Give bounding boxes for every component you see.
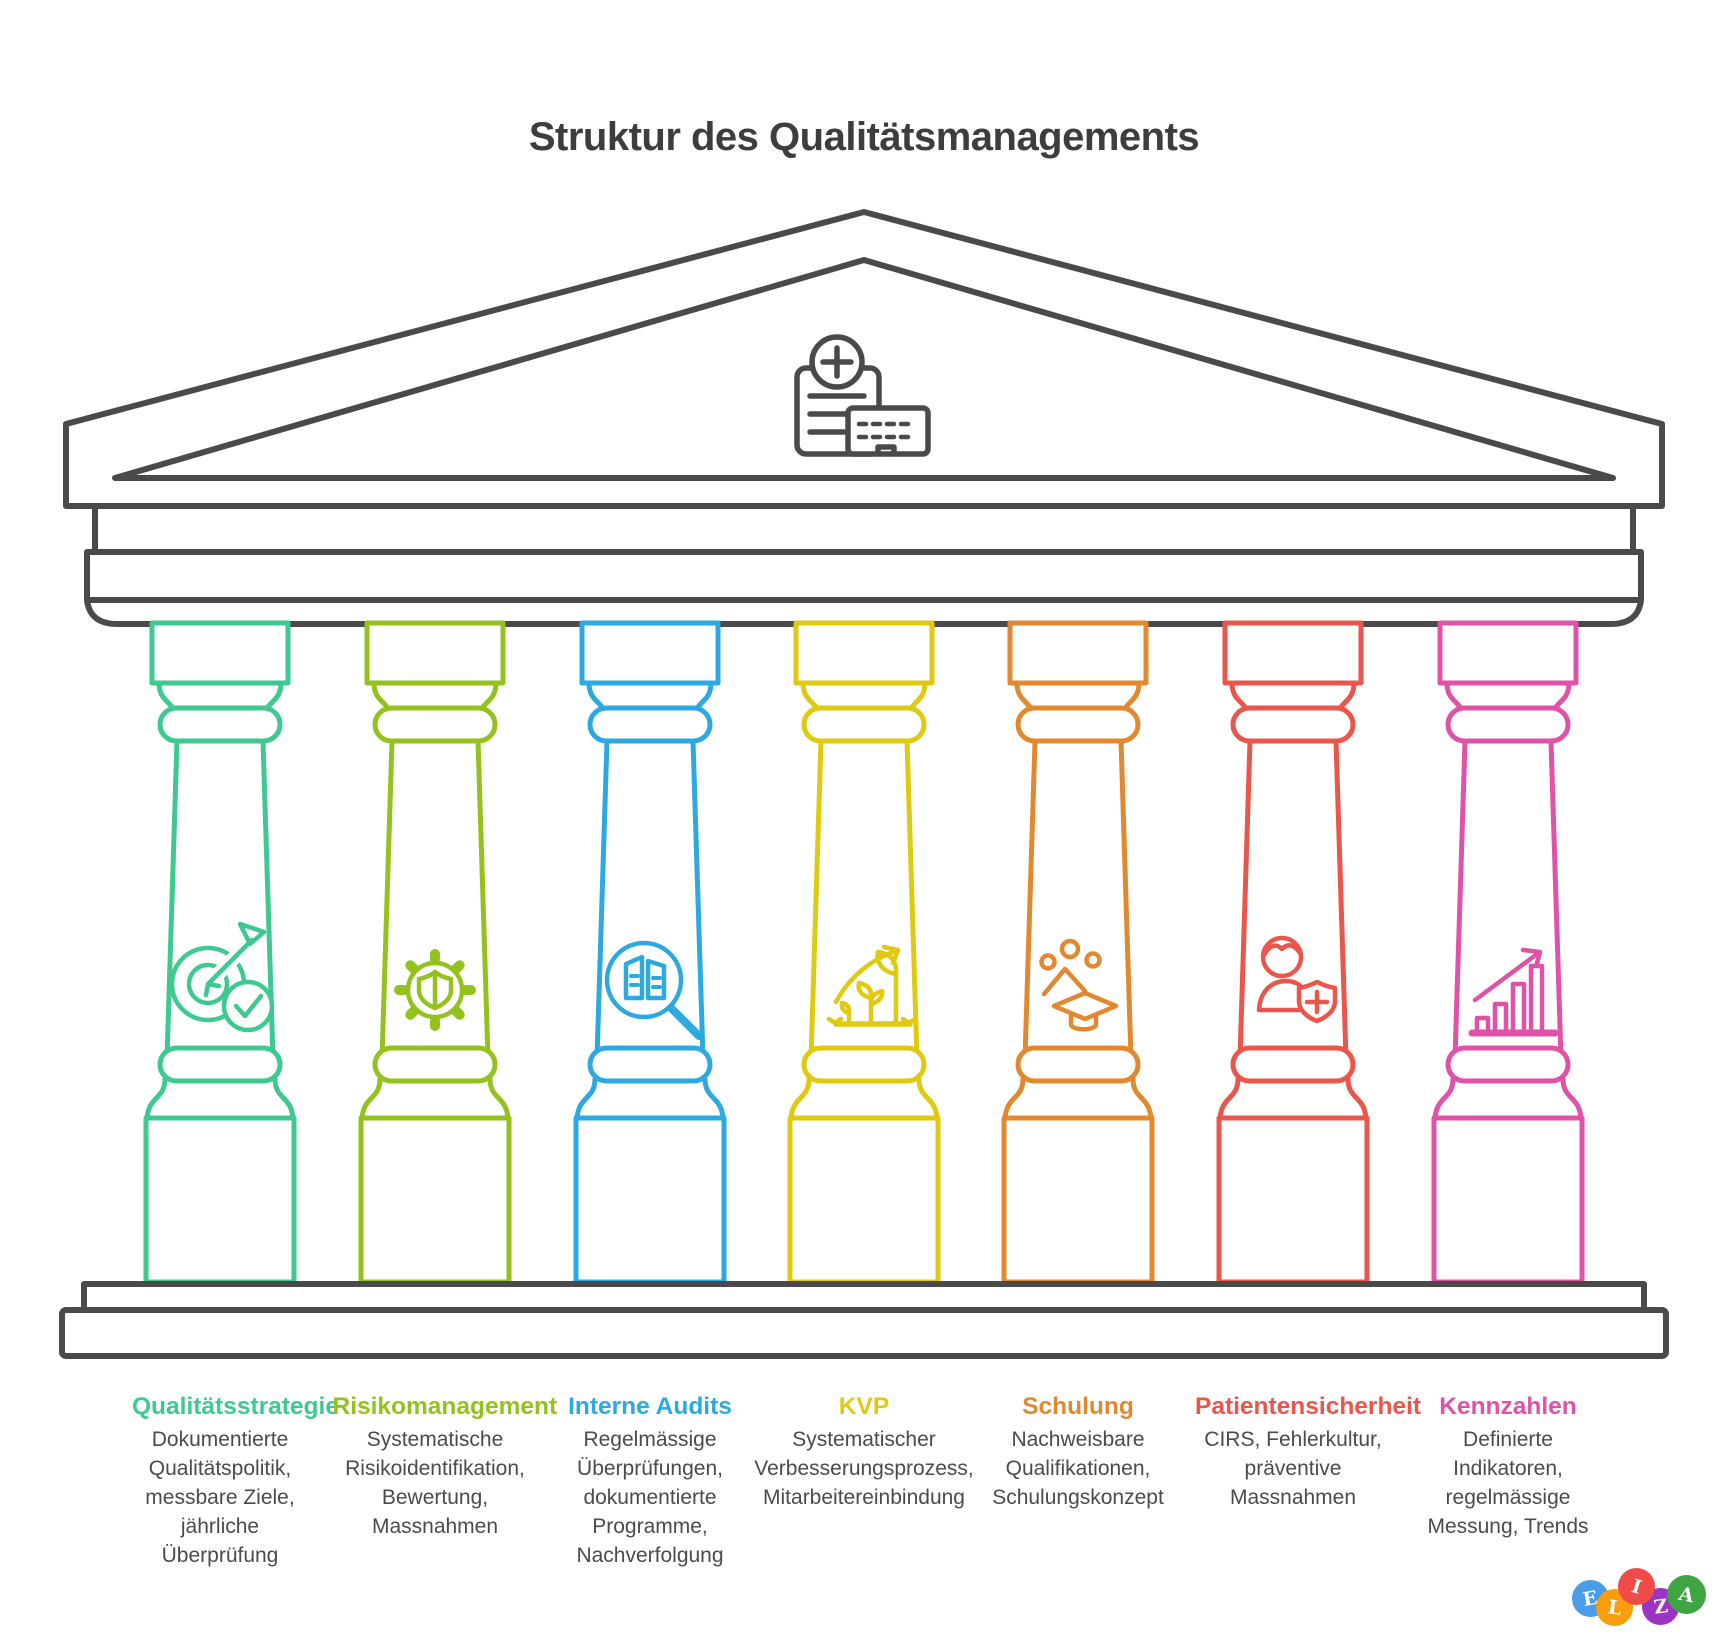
logo-letter: I bbox=[1628, 1574, 1645, 1599]
pillar-description: Nachweisbare Qualifikationen, Schulungsk… bbox=[992, 1427, 1164, 1509]
pillar-description: Systematischer Verbesserungsprozess, Mit… bbox=[754, 1427, 974, 1509]
pillar-label-patientensicherheit: Patientensicherheit CIRS, Fehlerkultur, … bbox=[1195, 1392, 1422, 1513]
pillar-label-risikomanagement: Risikomanagement Systematische Risikoide… bbox=[332, 1392, 558, 1542]
temple-base bbox=[59, 1281, 1669, 1359]
pillar-risikomanagement bbox=[361, 623, 509, 1282]
pillar-heading: Risikomanagement bbox=[332, 1393, 558, 1420]
pillar-schulung bbox=[1004, 623, 1152, 1282]
page-title: Struktur des Qualitätsmanagements bbox=[528, 114, 1200, 159]
document-magnifier-icon bbox=[607, 943, 699, 1036]
pillar-qualitaetsstrategie bbox=[146, 623, 294, 1282]
pillar-description: Systematische Risikoidentifikation, Bewe… bbox=[345, 1427, 525, 1538]
logo-letter: L bbox=[1606, 1595, 1623, 1620]
pillar-description: Regelmässige Überprüfungen, dokumentiert… bbox=[576, 1427, 724, 1567]
pillar-interne-audits bbox=[576, 623, 724, 1282]
patient-shield-icon bbox=[1259, 938, 1335, 1021]
target-check-icon bbox=[172, 924, 272, 1030]
pillar-label-kennzahlen: Kennzahlen Definierte Indikatoren, regel… bbox=[1426, 1392, 1591, 1542]
eliza-logo: E L Z I A bbox=[1570, 1566, 1706, 1626]
pillar-label-schulung: Schulung Nachweisbare Qualifikationen, S… bbox=[988, 1392, 1168, 1513]
medical-document-keyboard-icon bbox=[794, 334, 931, 457]
graduation-cap-icon bbox=[1042, 941, 1117, 1029]
pillar-heading: Interne Audits bbox=[568, 1393, 732, 1420]
pillar-description: Definierte Indikatoren, regelmässige Mes… bbox=[1427, 1427, 1589, 1538]
pillar-kennzahlen bbox=[1434, 623, 1582, 1282]
pillar-heading: Schulung bbox=[1022, 1393, 1134, 1420]
logo-letter-circle: A bbox=[1667, 1575, 1706, 1614]
pillar-label-qualitaetsstrategie: Qualitätsstrategie Dokumentierte Qualitä… bbox=[132, 1392, 339, 1570]
growth-plants-icon bbox=[829, 947, 915, 1024]
pillar-description: Dokumentierte Qualitätspolitik, messbare… bbox=[145, 1427, 295, 1567]
logo-letter: A bbox=[1676, 1582, 1697, 1607]
pillar-patientensicherheit bbox=[1219, 623, 1367, 1282]
pillar-label-kvp: KVP Systematischer Verbesserungsprozess,… bbox=[753, 1392, 975, 1513]
pillar-heading: Kennzahlen bbox=[1439, 1393, 1577, 1420]
logo-letter-circle: I bbox=[1618, 1568, 1655, 1605]
pillar-description: CIRS, Fehlerkultur, präventive Massnahme… bbox=[1204, 1427, 1382, 1509]
pillar-heading: Patientensicherheit bbox=[1195, 1393, 1422, 1420]
bar-chart-trend-icon bbox=[1472, 950, 1555, 1033]
pillar-heading: Qualitätsstrategie bbox=[132, 1393, 339, 1420]
pillar-heading: KVP bbox=[838, 1393, 890, 1420]
pillar-label-interne-audits: Interne Audits Regelmässige Überprüfunge… bbox=[566, 1392, 734, 1570]
columns bbox=[146, 623, 1582, 1282]
pillar-kvp bbox=[790, 623, 938, 1282]
gear-shield-icon bbox=[399, 954, 471, 1026]
